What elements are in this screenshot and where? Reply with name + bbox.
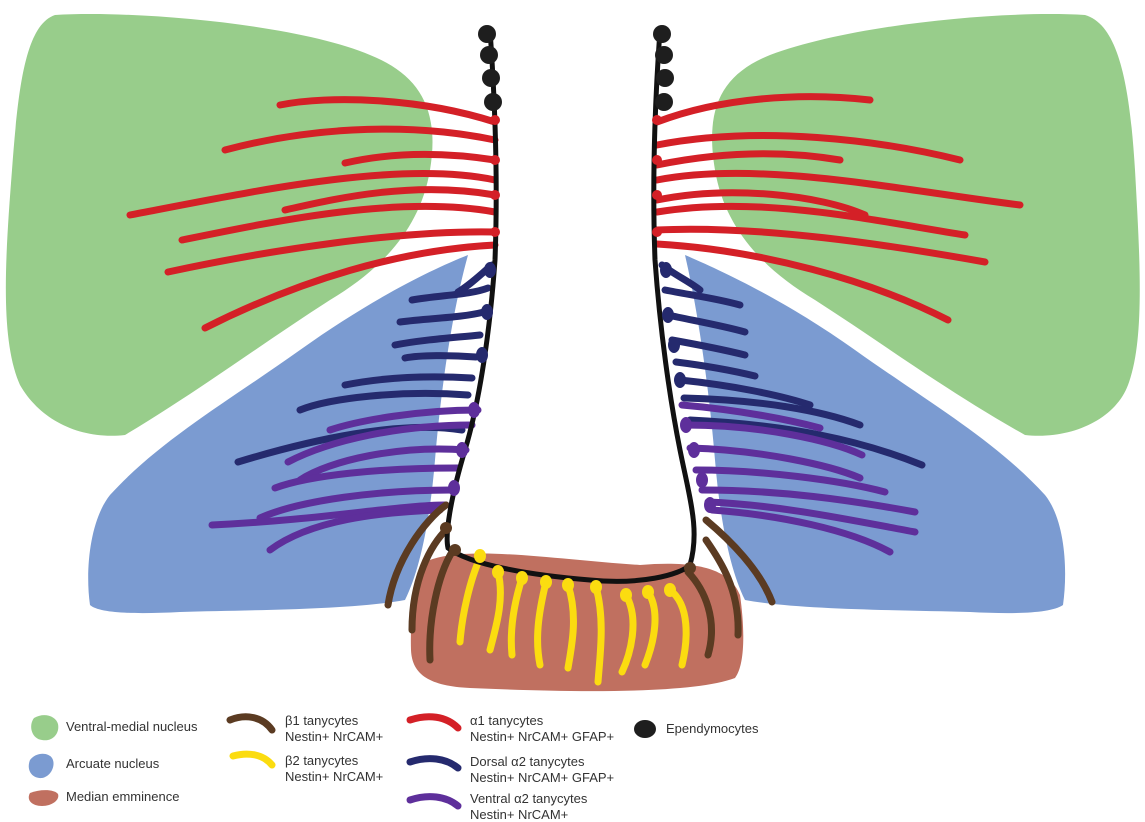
legend-beta1-name: β1 tanycytes xyxy=(285,713,359,728)
beta2-soma xyxy=(492,565,504,579)
alpha1-soma xyxy=(652,227,662,237)
legend-beta1-swatch xyxy=(230,717,272,730)
beta2-soma xyxy=(562,578,574,592)
dorsal-alpha2-soma xyxy=(674,372,686,388)
beta2-soma xyxy=(540,575,552,589)
alpha1-soma xyxy=(652,190,662,200)
ependymocyte xyxy=(480,46,498,64)
ependymocyte xyxy=(482,69,500,87)
legend-dorsal-alpha2-markers: Nestin+ NrCAM+ GFAP+ xyxy=(470,770,614,785)
beta1-soma xyxy=(449,544,461,556)
ventral-alpha2-soma xyxy=(696,472,708,488)
alpha1-soma xyxy=(490,190,500,200)
legend-vmn-swatch xyxy=(31,715,58,740)
ependymocyte xyxy=(653,25,671,43)
legend-median-eminence-swatch xyxy=(29,790,59,806)
beta2-soma xyxy=(590,580,602,594)
legend-beta2-name: β2 tanycytes xyxy=(285,753,359,768)
legend-median-eminence-label: Median emminence xyxy=(66,789,179,804)
legend-alpha1-swatch xyxy=(410,717,458,728)
legend-dorsal-alpha2-swatch xyxy=(410,759,458,768)
ependymocyte xyxy=(655,46,673,64)
beta2-soma xyxy=(474,549,486,563)
dorsal-alpha2-soma xyxy=(660,262,672,278)
ependymocyte xyxy=(478,25,496,43)
dorsal-alpha2-tanycyte-left xyxy=(405,356,476,358)
legend-beta2-swatch xyxy=(233,754,272,765)
beta2-soma xyxy=(620,588,632,602)
beta2-soma xyxy=(516,571,528,585)
dorsal-alpha2-soma xyxy=(484,262,496,278)
ventral-alpha2-soma xyxy=(456,442,468,458)
legend-ventral-alpha2-name: Ventral α2 tanycytes xyxy=(470,791,588,806)
ependymocyte xyxy=(484,93,502,111)
legend-alpha1-markers: Nestin+ NrCAM+ GFAP+ xyxy=(470,729,614,744)
legend-beta1-markers: Nestin+ NrCAM+ xyxy=(285,729,383,744)
alpha1-soma xyxy=(652,155,662,165)
beta1-soma xyxy=(684,562,696,574)
legend-vmn-label: Ventral-medial nucleus xyxy=(66,719,198,734)
ependymocyte xyxy=(655,93,673,111)
legend-beta2-markers: Nestin+ NrCAM+ xyxy=(285,769,383,784)
legend-ventral-alpha2-swatch xyxy=(410,797,458,806)
beta1-soma xyxy=(440,522,452,534)
ventral-alpha2-soma xyxy=(448,480,460,496)
legend: Ventral-medial nucleus Arcuate nucleus M… xyxy=(29,713,759,822)
ependymocyte xyxy=(656,69,674,87)
dorsal-alpha2-soma xyxy=(481,304,493,320)
ventral-alpha2-soma xyxy=(688,442,700,458)
legend-ependymocytes-label: Ependymocytes xyxy=(666,721,759,736)
beta2-soma xyxy=(642,585,654,599)
legend-arcuate-label: Arcuate nucleus xyxy=(66,756,160,771)
ventral-alpha2-soma xyxy=(468,402,480,418)
dorsal-alpha2-soma xyxy=(476,347,488,363)
alpha1-soma xyxy=(490,155,500,165)
legend-alpha1-name: α1 tanycytes xyxy=(470,713,544,728)
ventral-alpha2-soma xyxy=(704,497,716,513)
legend-dorsal-alpha2-name: Dorsal α2 tanycytes xyxy=(470,754,585,769)
alpha1-soma xyxy=(490,115,500,125)
dorsal-alpha2-soma xyxy=(662,307,674,323)
dorsal-alpha2-soma xyxy=(668,337,680,353)
legend-ventral-alpha2-markers: Nestin+ NrCAM+ xyxy=(470,807,568,822)
alpha1-soma xyxy=(490,227,500,237)
alpha1-soma xyxy=(652,115,662,125)
ventral-alpha2-soma xyxy=(680,417,692,433)
beta2-soma xyxy=(664,583,676,597)
legend-ependymocyte-swatch xyxy=(634,720,656,738)
legend-arcuate-swatch xyxy=(29,754,54,778)
